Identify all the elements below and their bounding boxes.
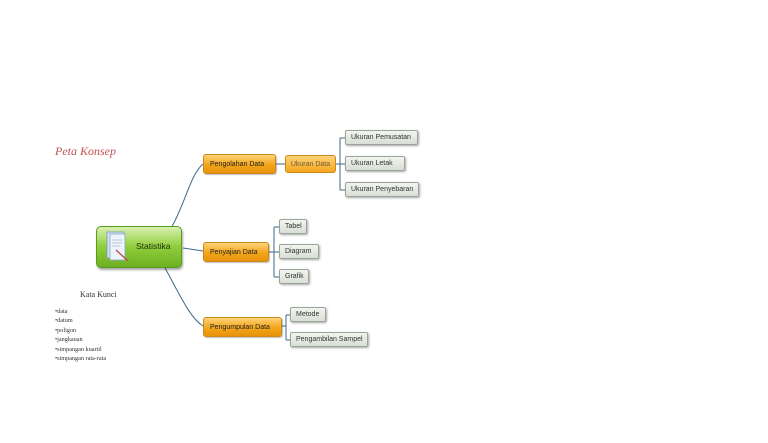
connector-collection-leaves [281,314,290,341]
keywords-list: data datum poligon jangkauan simpangan k… [55,307,106,363]
connector-presentation-leaves [268,226,279,278]
branch-pengolahan-data[interactable]: Pengolahan Data [203,154,276,174]
book-icon [106,231,129,262]
leaf-metode[interactable]: Metode [290,307,326,322]
leaf-diagram[interactable]: Diagram [279,244,319,259]
leaf-ukuran-letak[interactable]: Ukuran Letak [345,156,405,171]
branch-label: Pengolahan Data [210,160,265,168]
leaf-label: Ukuran Letak [351,160,393,167]
connector-central-processing [169,163,204,231]
leaf-ukuran-penyebaran[interactable]: Ukuran Penyebaran [345,182,419,197]
leaf-tabel[interactable]: Tabel [279,219,307,234]
leaf-ukuran-pemusatan[interactable]: Ukuran Pemusatan [345,130,418,145]
leaf-label: Ukuran Penyebaran [351,186,414,193]
leaf-grafik[interactable]: Grafik [279,269,309,284]
keywords-title: Kata Kunci [80,290,117,299]
list-item: data [55,307,106,316]
leaf-label: Tabel [285,223,302,230]
leaf-pengambilan-sampel[interactable]: Pengambilan Sampel [290,332,368,347]
branch-label: Pengumpulan Data [210,323,270,331]
list-item: simpangan kuartil [55,345,106,354]
leaf-label: Diagram [285,248,312,255]
connector-central-collection [164,267,204,327]
leaf-label: Pengambilan Sampel [296,336,363,343]
leaf-label: Ukuran Pemusatan [351,134,411,141]
connector-ukuran-leaves [335,137,345,191]
leaf-label: Metode [296,311,320,318]
map-title: Peta Konsep [55,144,116,158]
branch-pengumpulan-data[interactable]: Pengumpulan Data [203,317,282,337]
node-label: Ukuran Data [290,160,331,168]
connector-central-presentation [182,247,204,252]
branch-penyajian-data[interactable]: Penyajian Data [203,242,269,262]
list-item: jangkauan [55,335,106,344]
list-item: simpangan rata-rata [55,354,106,363]
leaf-label: Grafik [285,273,304,280]
central-label: Statistika [136,241,171,251]
list-item: poligon [55,326,106,335]
node-ukuran-data[interactable]: Ukuran Data [285,155,336,173]
branch-label: Penyajian Data [210,248,258,256]
list-item: datum [55,316,106,325]
